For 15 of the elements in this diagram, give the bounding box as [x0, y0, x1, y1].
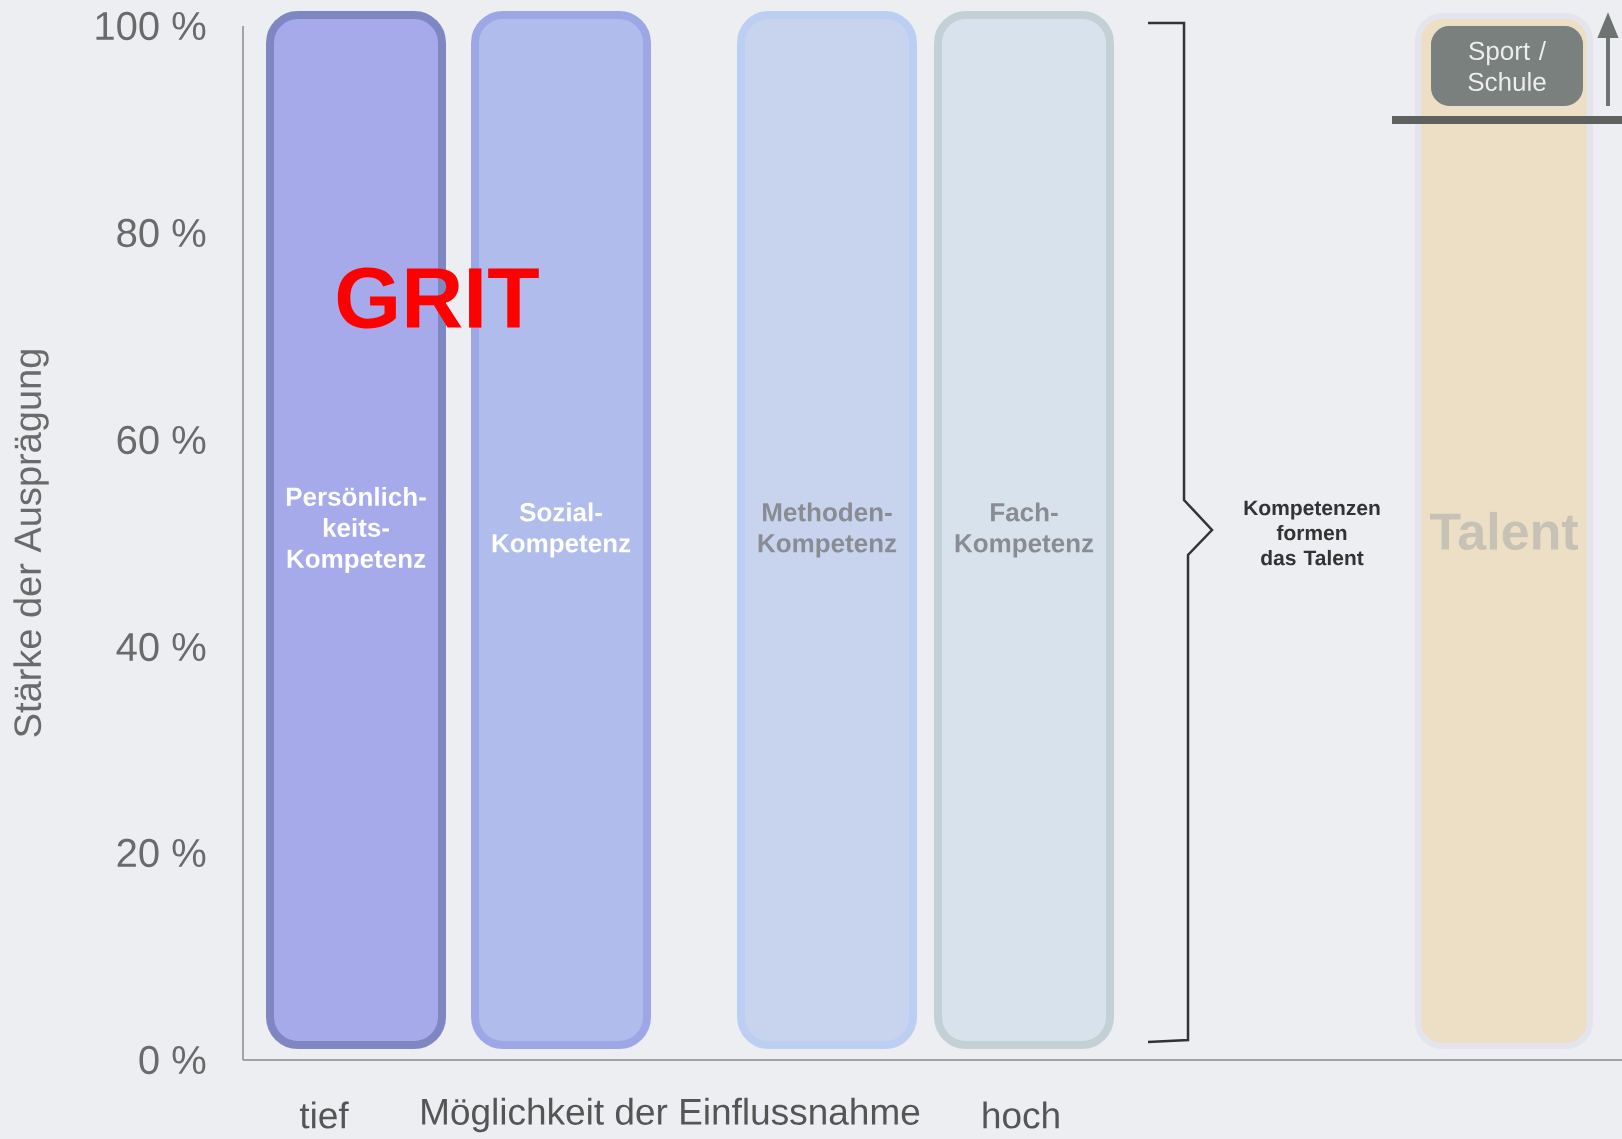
tick-label: 0 % [139, 1045, 206, 1075]
axis-title: Stärke der Ausprägung [13, 350, 49, 737]
competence-bar: Methoden- Kompetenz [737, 11, 917, 1049]
sport-school-box: Sport / Schule [1431, 26, 1583, 106]
tick-label: 60 % [117, 425, 206, 455]
competence-bar: Fach- Kompetenz [934, 11, 1114, 1049]
axis-end-label: hoch [983, 1101, 1059, 1129]
axis-title: Möglichkeit der Einflussnahme [422, 1097, 920, 1133]
tick-label: 80 % [117, 218, 206, 248]
tick-label: 40 % [116, 632, 206, 662]
tick-label: 100 % [96, 11, 206, 41]
tick-label: 20 % [117, 838, 206, 868]
highlight-word: GRIT [337, 267, 539, 329]
brace-note: Kompetenzen formen das Talent [1244, 500, 1380, 566]
axis-end-label: tief [299, 1101, 349, 1129]
